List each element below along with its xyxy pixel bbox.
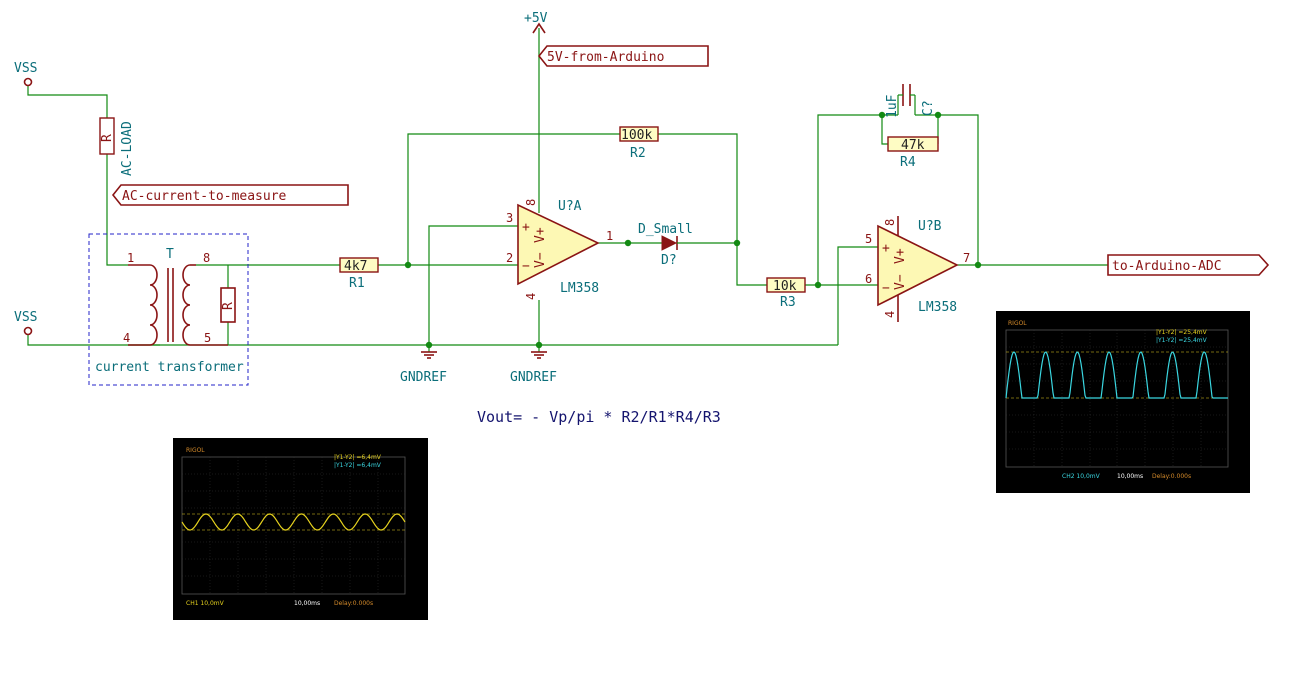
diode-d: D_Small D? [638,222,698,268]
svg-text:4: 4 [883,311,897,318]
svg-text:|Y1-Y2| =25,4mV: |Y1-Y2| =25,4mV [1156,329,1208,336]
svg-text:5: 5 [865,232,872,246]
svg-text:R2: R2 [630,146,646,161]
svg-text:5: 5 [204,331,211,345]
svg-text:47k: 47k [901,138,925,153]
scope-screenshot-ch2: RIGOL |Y1-Y2| =25,4mV |Y1-Y2| =25,4mV CH… [996,311,1250,493]
svg-text:V−: V− [893,274,908,290]
svg-text:AC-current-to-measure: AC-current-to-measure [122,189,287,204]
svg-text:8: 8 [203,251,210,265]
opamp-u-b: 5 6 7 8 4 + − V+ V− U?B LM358 [865,216,970,322]
junction-dots [404,111,982,349]
plus-5v-symbol: +5V [524,11,548,34]
vout-equation: Vout= - Vp/pi * R2/R1*R4/R3 [477,408,721,426]
label-to-arduino-adc: to-Arduino-ADC [1107,254,1270,276]
svg-text:VSS: VSS [14,310,37,325]
vss-bottom-symbol: VSS [14,310,37,336]
wires [27,28,1108,352]
svg-text:4: 4 [123,331,130,345]
svg-text:V−: V− [533,252,548,268]
svg-text:U?B: U?B [918,219,942,234]
resistor-r1: 4k7 R1 [339,257,379,291]
svg-text:VSS: VSS [14,61,37,76]
svg-text:AC-LOAD: AC-LOAD [120,121,135,176]
resistor-r3: 10k R3 [766,277,806,310]
svg-text:10,00ms: 10,00ms [294,600,320,607]
svg-text:CH1 10,0mV: CH1 10,0mV [186,600,225,607]
capacitor-c: 1uF C? [885,84,936,118]
svg-text:D_Small: D_Small [638,222,693,237]
svg-text:to-Arduino-ADC: to-Arduino-ADC [1112,259,1222,274]
svg-text:GNDREF: GNDREF [400,370,447,385]
ac-load-resistor: R AC-LOAD [99,117,135,176]
svg-text:2: 2 [506,251,513,265]
svg-text:3: 3 [506,211,513,225]
resistor-r4: 47k R4 [887,136,939,170]
label-5v-from-arduino: 5V-from-Arduino [537,45,709,67]
svg-text:10,00ms: 10,00ms [1117,473,1143,480]
svg-text:Delay:0.000s: Delay:0.000s [1152,473,1191,480]
svg-text:CH2 10,0mV: CH2 10,0mV [1062,473,1101,480]
svg-text:LM358: LM358 [918,300,957,315]
svg-text:D?: D? [661,253,677,268]
gndref-symbol-1: GNDREF [400,351,447,385]
resistor-r2: 100k R2 [619,126,659,161]
ch1-sine-trace [181,513,406,531]
svg-text:|Y1-Y2| =6,4mV: |Y1-Y2| =6,4mV [334,454,382,461]
svg-text:V+: V+ [533,227,548,243]
svg-text:10k: 10k [773,279,797,294]
svg-text:|Y1-Y2| =6,4mV: |Y1-Y2| =6,4mV [334,462,382,469]
svg-text:4k7: 4k7 [344,259,367,274]
svg-text:8: 8 [883,219,897,226]
svg-text:U?A: U?A [558,199,582,214]
svg-text:R1: R1 [349,276,365,291]
svg-text:−: − [882,281,890,296]
svg-text:GNDREF: GNDREF [510,370,557,385]
svg-text:|Y1-Y2| =25,4mV: |Y1-Y2| =25,4mV [1156,337,1208,344]
svg-text:V+: V+ [893,248,908,264]
svg-text:5V-from-Arduino: 5V-from-Arduino [547,50,664,65]
svg-text:+5V: +5V [524,11,548,26]
svg-text:7: 7 [963,251,970,265]
svg-text:100k: 100k [621,128,652,143]
svg-text:R: R [100,134,115,142]
svg-text:R4: R4 [900,155,916,170]
svg-text:4: 4 [524,293,538,300]
svg-text:1uF: 1uF [885,94,900,118]
svg-text:R: R [221,302,236,310]
vss-top-symbol: VSS [14,61,37,87]
svg-text:LM358: LM358 [560,281,599,296]
current-transformer: T 1 8 4 5 R current transformer [88,233,249,386]
svg-text:8: 8 [524,199,538,206]
label-ac-current: AC-current-to-measure [111,184,349,206]
svg-text:R3: R3 [780,295,796,310]
svg-text:C?: C? [921,100,936,116]
svg-text:current transformer: current transformer [95,360,244,375]
svg-text:T: T [166,247,174,262]
ch2-rectified-trace [1005,351,1228,399]
svg-text:+: + [522,220,530,235]
scope-screenshot-ch1: RIGOL |Y1-Y2| =6,4mV |Y1-Y2| =6,4mV CH1 … [173,438,428,620]
svg-text:RIGOL: RIGOL [186,447,205,454]
gndref-symbol-2: GNDREF [510,351,557,385]
opamp-u-a: 3 2 1 8 4 + − V+ V− U?A LM358 [506,199,613,300]
svg-text:1: 1 [606,229,613,243]
svg-text:RIGOL: RIGOL [1008,320,1027,327]
svg-text:1: 1 [127,251,134,265]
svg-text:+: + [882,241,890,256]
svg-text:6: 6 [865,272,872,286]
svg-text:Delay:0.000s: Delay:0.000s [334,600,373,607]
svg-text:−: − [522,259,530,274]
